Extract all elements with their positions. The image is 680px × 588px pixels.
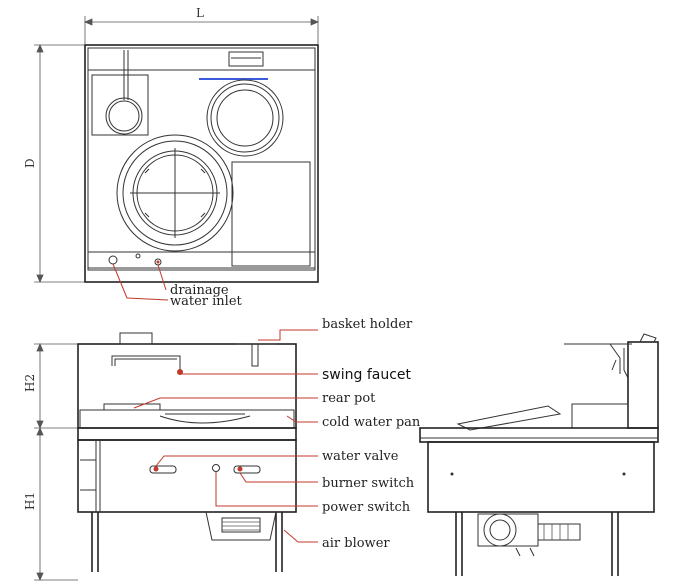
power-switch-label: power switch xyxy=(322,500,411,515)
top-view: L D xyxy=(23,6,320,309)
front-view: H2 H1 xyxy=(23,317,421,582)
swing-faucet-label: swing faucet xyxy=(322,367,412,383)
dimension-length-label: L xyxy=(196,6,204,20)
dimension-height-upper-label: H2 xyxy=(23,374,37,392)
water-valve-label: water valve xyxy=(322,449,399,464)
air-blower-label: air blower xyxy=(322,536,390,551)
burner-switch-label: burner switch xyxy=(322,476,415,491)
water-inlet-label: water inlet xyxy=(170,294,243,309)
dimension-depth-label: D xyxy=(23,158,37,168)
dimension-height-lower-label: H1 xyxy=(23,492,37,510)
cold-water-pan-label: cold water pan xyxy=(322,415,421,430)
rear-pot-label: rear pot xyxy=(322,391,376,406)
basket-holder-label: basket holder xyxy=(322,317,413,332)
side-view xyxy=(419,333,659,576)
drainage-label: drainage xyxy=(170,283,229,298)
